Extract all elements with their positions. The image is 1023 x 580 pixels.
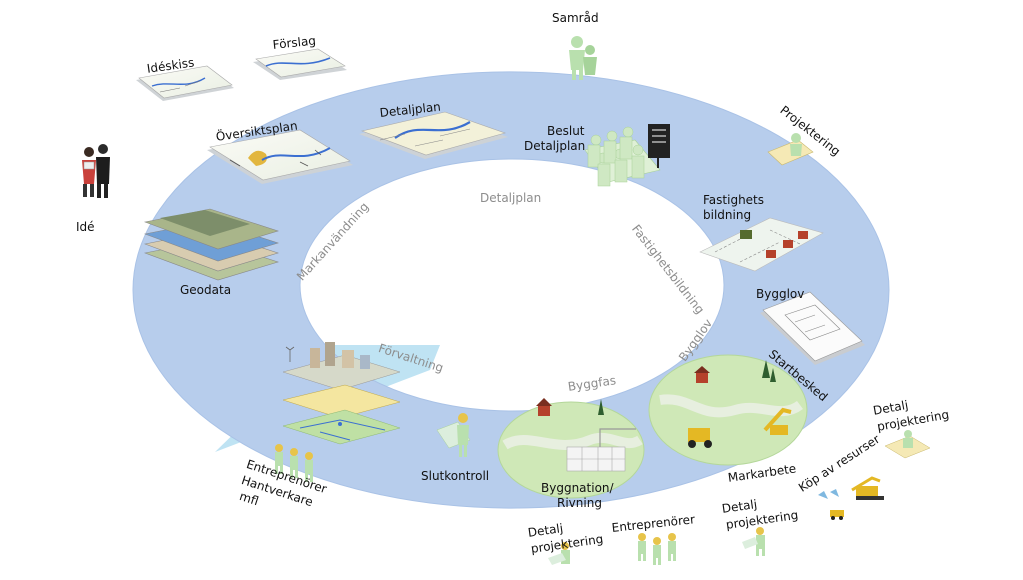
ide-people-icon — [82, 144, 110, 198]
geodata-layers-icon — [143, 208, 280, 281]
byggnation-hill — [497, 398, 645, 499]
label-fastighets: Fastighets — [703, 193, 765, 207]
entreprenorer-left-workers-icon — [275, 444, 313, 482]
detalj-projektering-bottom-left-icon — [548, 542, 570, 565]
markarbete-hill — [648, 354, 808, 466]
label-slutkontroll: Slutkontroll — [421, 469, 490, 483]
label-rivning: Rivning — [557, 496, 602, 510]
forvaltning-city-icon — [282, 342, 401, 445]
label-bildning: bildning — [703, 208, 752, 222]
bygglov-drawing — [760, 291, 865, 365]
beslut-meeting-icon — [584, 124, 670, 187]
slutkontroll-person-icon — [436, 413, 471, 457]
entreprenorer-bottom-workers-icon — [638, 533, 676, 565]
label-ide: Idé — [76, 220, 95, 234]
detaljplan-map — [359, 111, 508, 159]
label-geodata: Geodata — [180, 283, 232, 297]
fastighetsbildning-map — [699, 217, 824, 272]
ideskiss-map — [136, 65, 234, 101]
samrad-people-icon — [569, 36, 597, 80]
ring-label-detaljplan: Detaljplan — [480, 191, 542, 205]
label-bygglov: Bygglov — [756, 287, 805, 301]
label-samrad: Samråd — [552, 11, 599, 25]
detalj-projektering-bottom-icon — [742, 527, 765, 556]
projektering-icon — [767, 133, 814, 166]
detalj-projektering-right-icon — [884, 430, 931, 459]
label-beslut-detaljplan: Detaljplan — [524, 139, 586, 153]
label-beslut: Beslut — [547, 124, 585, 138]
forslag-map — [253, 48, 347, 80]
kop-av-resurser-icon — [818, 476, 884, 520]
oversiktsplan-map — [207, 129, 353, 184]
label-byggnation: Byggnation/ — [541, 481, 614, 495]
